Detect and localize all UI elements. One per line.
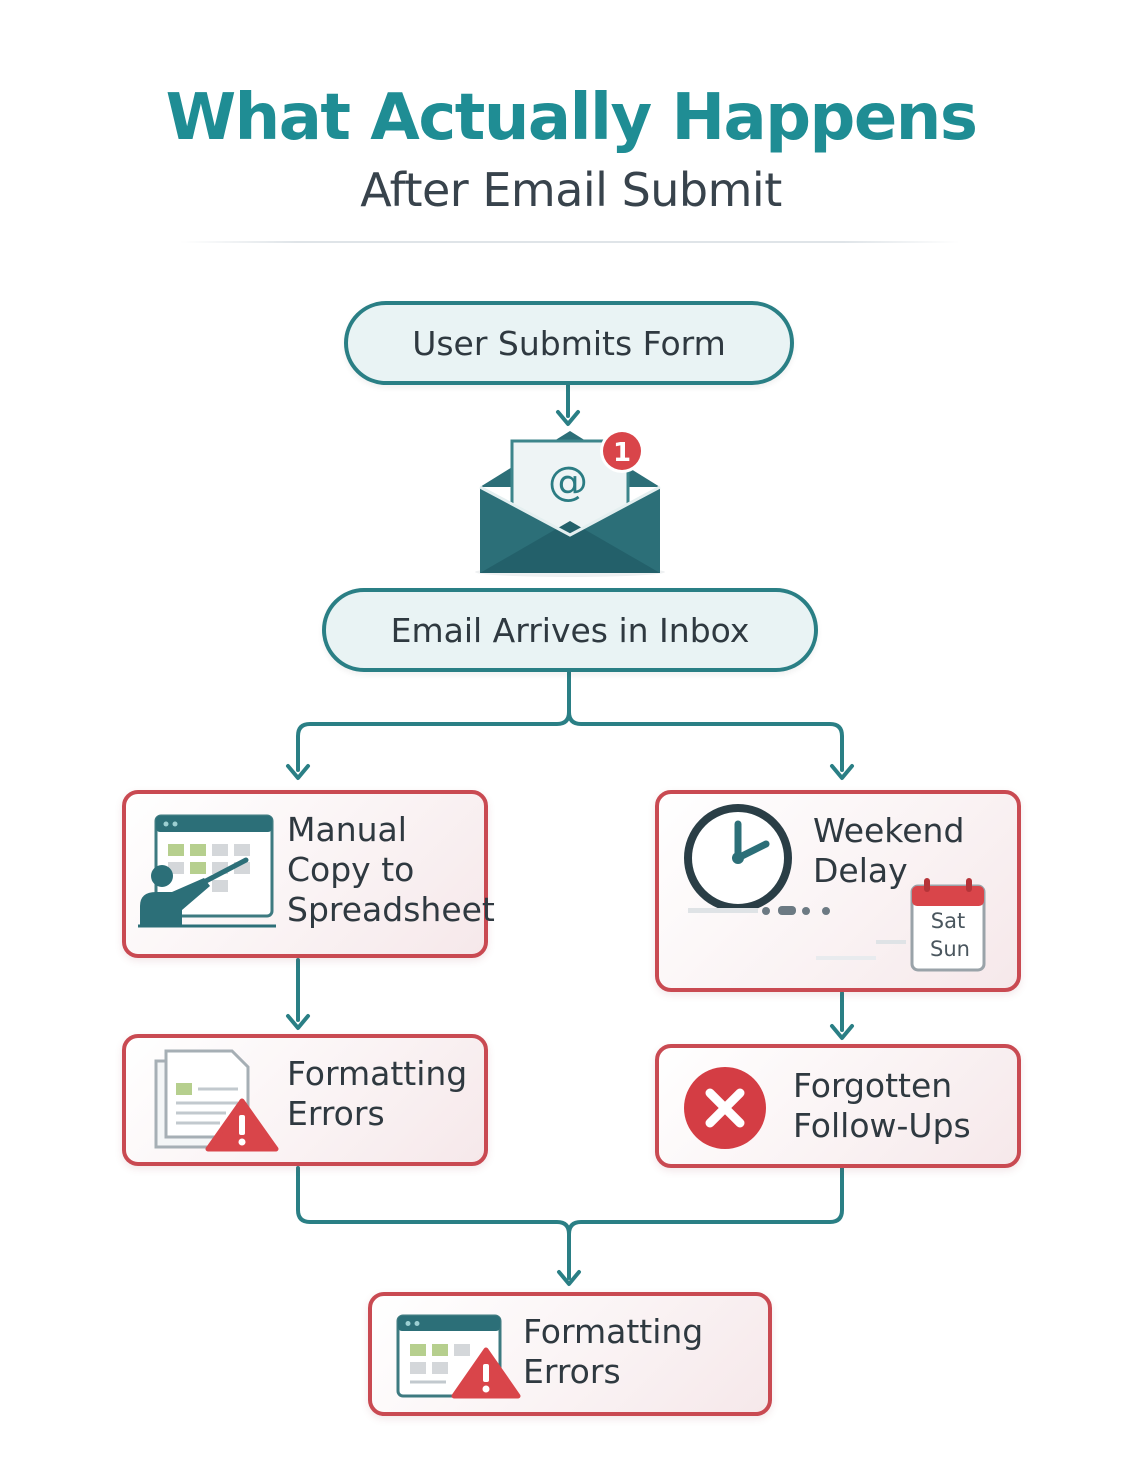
arrowhead-merge: [557, 1270, 581, 1286]
node-forgotten-followups-label: Forgotten Follow-Ups: [793, 1066, 971, 1145]
node-weekend-delay-label: Weekend Delay: [813, 811, 965, 890]
notification-badge-count: 1: [613, 438, 631, 468]
arrow-inbox-split: [296, 670, 571, 772]
email-at-symbol: @: [548, 459, 588, 505]
arrow-inbox-right: [567, 710, 844, 772]
node-manual-copy-label: Manual Copy to Spreadsheet: [287, 810, 495, 929]
clock-calendar-icon: Sat Sun: [684, 804, 986, 972]
document-warning-icon: [154, 1049, 279, 1152]
spreadsheet-warning-icon: [396, 1314, 521, 1399]
calendar-day-sat: Sat: [931, 909, 965, 933]
arrow-merge: [296, 1166, 571, 1280]
email-inbox-icon: @ 1: [475, 429, 665, 577]
node-email-arrives-label: Email Arrives in Inbox: [390, 610, 750, 650]
calendar-day-sun: Sun: [930, 937, 970, 961]
error-x-icon: [684, 1067, 766, 1149]
spreadsheet-presenter-icon: [138, 814, 276, 928]
node-formatting-errors-bottom-label: Formatting Errors: [523, 1312, 704, 1391]
node-user-submits-form: User Submits Form: [344, 301, 794, 385]
arrow-merge-right: [567, 1166, 844, 1236]
diagram-subtitle: After Email Submit: [360, 163, 782, 217]
arrowhead-left-branch: [286, 764, 310, 780]
arrowhead-right-down: [830, 1024, 854, 1040]
node-user-submits-form-label: User Submits Form: [412, 323, 726, 363]
node-email-arrives: Email Arrives in Inbox: [322, 588, 818, 672]
title-divider: [180, 241, 960, 243]
diagram-title: What Actually Happens: [165, 81, 978, 155]
arrowhead-right-branch: [830, 764, 854, 780]
arrowhead-submit: [556, 410, 580, 426]
arrowhead-left-down: [286, 1014, 310, 1030]
node-formatting-errors-left-label: Formatting Errors: [287, 1054, 468, 1133]
